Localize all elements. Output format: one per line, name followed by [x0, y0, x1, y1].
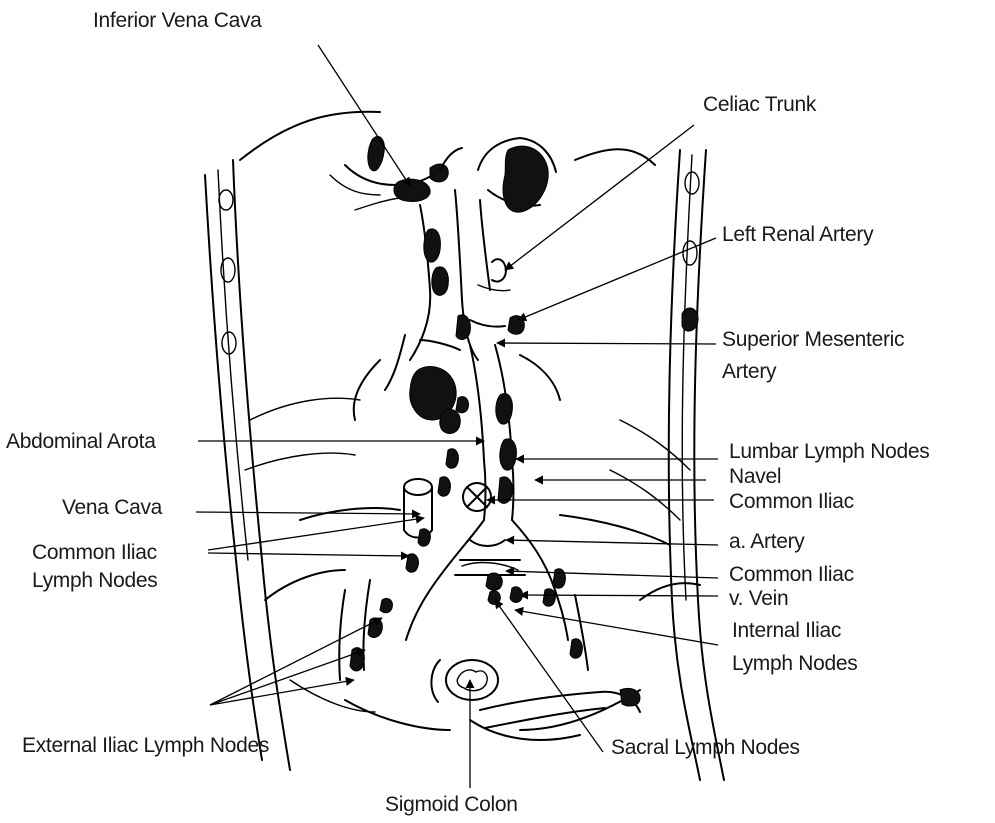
label-celiac-trunk: Celiac Trunk [703, 93, 817, 116]
right-lower-vessel [480, 688, 640, 728]
label-internal-iliac-1: Internal Iliac [732, 619, 841, 642]
label-common-iliac-lymph-1: Common Iliac [32, 541, 157, 564]
vena-cava-cut [404, 479, 432, 538]
leader-common-iliac-2 [506, 571, 718, 578]
celiac-region [470, 138, 556, 334]
leader-external-iliac-c [210, 680, 354, 705]
label-left-renal-artery: Left Renal Artery [722, 223, 874, 246]
label-abdominal-aorta: Abdominal Arota [6, 430, 156, 453]
leader-external-iliac-b [210, 650, 365, 705]
leader-common-iliac-lymph-b [208, 553, 409, 556]
label-navel: Navel [729, 465, 781, 488]
aorta-vena-cava [354, 335, 560, 520]
navel-marker [463, 483, 491, 511]
label-common-iliac-2: Common Iliac [729, 563, 854, 586]
leader-internal-iliac [515, 610, 718, 645]
label-vena-cava: Vena Cava [62, 496, 163, 519]
labels: Inferior Vena Cava Celiac Trunk Left Ren… [6, 9, 929, 816]
leader-common-iliac-lymph-a [208, 518, 424, 550]
sigmoid-colon-shape [431, 660, 498, 702]
label-a-artery: a. Artery [729, 530, 805, 553]
label-common-iliac-lymph-2: Lymph Nodes [32, 569, 158, 592]
leader-a-artery [506, 540, 718, 545]
upper-vessels [330, 136, 478, 360]
label-sigmoid-colon: Sigmoid Colon [385, 793, 518, 816]
label-common-iliac-1: Common Iliac [729, 490, 854, 513]
label-lumbar-lymph-nodes: Lumbar Lymph Nodes [729, 440, 929, 463]
iliac-bifurcation [406, 520, 568, 640]
leader-vena-cava [196, 512, 420, 514]
label-inferior-vena-cava: Inferior Vena Cava [93, 9, 262, 32]
label-external-iliac: External Iliac Lymph Nodes [22, 734, 269, 757]
label-sacral-lymph-nodes: Sacral Lymph Nodes [611, 736, 800, 759]
label-v-vein: v. Vein [729, 587, 788, 610]
label-superior-mesenteric-1: Superior Mesenteric [722, 328, 904, 351]
label-internal-iliac-2: Lymph Nodes [732, 652, 858, 675]
label-superior-mesenteric-2: Artery [722, 360, 777, 383]
